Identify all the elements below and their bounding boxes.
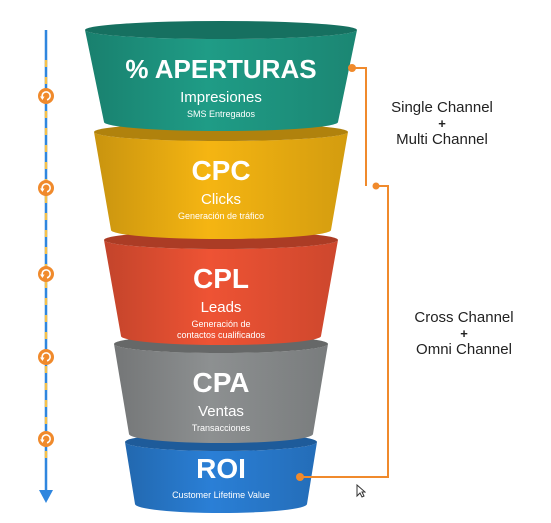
channel-line1: Cross Channel bbox=[414, 309, 514, 326]
channel-line2: Omni Channel bbox=[416, 341, 512, 358]
stage-metric: Leads bbox=[201, 299, 242, 316]
stage-body bbox=[114, 344, 328, 443]
refresh-icon bbox=[38, 180, 54, 196]
stage-body bbox=[104, 240, 338, 345]
funnel-stage-5: ROI Customer Lifetime Value bbox=[125, 433, 317, 513]
stage-title: CPC bbox=[191, 155, 250, 186]
stage-metric: Ventas bbox=[198, 403, 244, 420]
bracket-dot-mid bbox=[372, 182, 380, 190]
stage-metric: Impresiones bbox=[180, 89, 262, 106]
bracket-single-multi bbox=[352, 67, 367, 186]
channel-line1: Single Channel bbox=[391, 99, 493, 116]
stage-rim bbox=[85, 21, 357, 39]
stage-body bbox=[94, 132, 348, 239]
stage-title: ROI bbox=[196, 453, 246, 484]
bracket-dot-top bbox=[348, 64, 356, 72]
stage-title: CPA bbox=[192, 367, 249, 398]
stage-description: contactos cualificados bbox=[177, 330, 266, 340]
label-cross-omni-channel: Cross Channel + Omni Channel bbox=[394, 308, 534, 359]
refresh-icon bbox=[38, 88, 54, 104]
stage-description: Generación de bbox=[191, 319, 250, 329]
refresh-icon bbox=[38, 266, 54, 282]
refresh-icon bbox=[38, 431, 54, 447]
stage-title: % APERTURAS bbox=[125, 54, 316, 84]
stage-body bbox=[85, 30, 357, 131]
label-single-multi-channel: Single Channel + Multi Channel bbox=[372, 98, 512, 149]
stage-description: Transacciones bbox=[192, 423, 251, 433]
mouse-cursor-icon bbox=[356, 484, 366, 498]
stage-title: CPL bbox=[193, 263, 249, 294]
timeline-arrowhead bbox=[39, 490, 53, 503]
funnel: ROI Customer Lifetime Value CPA VentasTrans… bbox=[85, 21, 357, 513]
channel-plus: + bbox=[438, 116, 446, 131]
channel-brackets bbox=[296, 64, 389, 481]
stage-description: Customer Lifetime Value bbox=[172, 490, 270, 500]
bracket-cross-omni bbox=[300, 185, 389, 478]
stage-body bbox=[125, 442, 317, 513]
timeline bbox=[38, 30, 54, 503]
channel-plus: + bbox=[460, 326, 468, 341]
channel-line2: Multi Channel bbox=[396, 131, 488, 148]
bracket-dot-bottom bbox=[296, 473, 304, 481]
stage-description: SMS Entregados bbox=[187, 109, 256, 119]
stage-metric: Clicks bbox=[201, 191, 241, 208]
stage-description: Generación de tráfico bbox=[178, 211, 264, 221]
refresh-icon bbox=[38, 349, 54, 365]
